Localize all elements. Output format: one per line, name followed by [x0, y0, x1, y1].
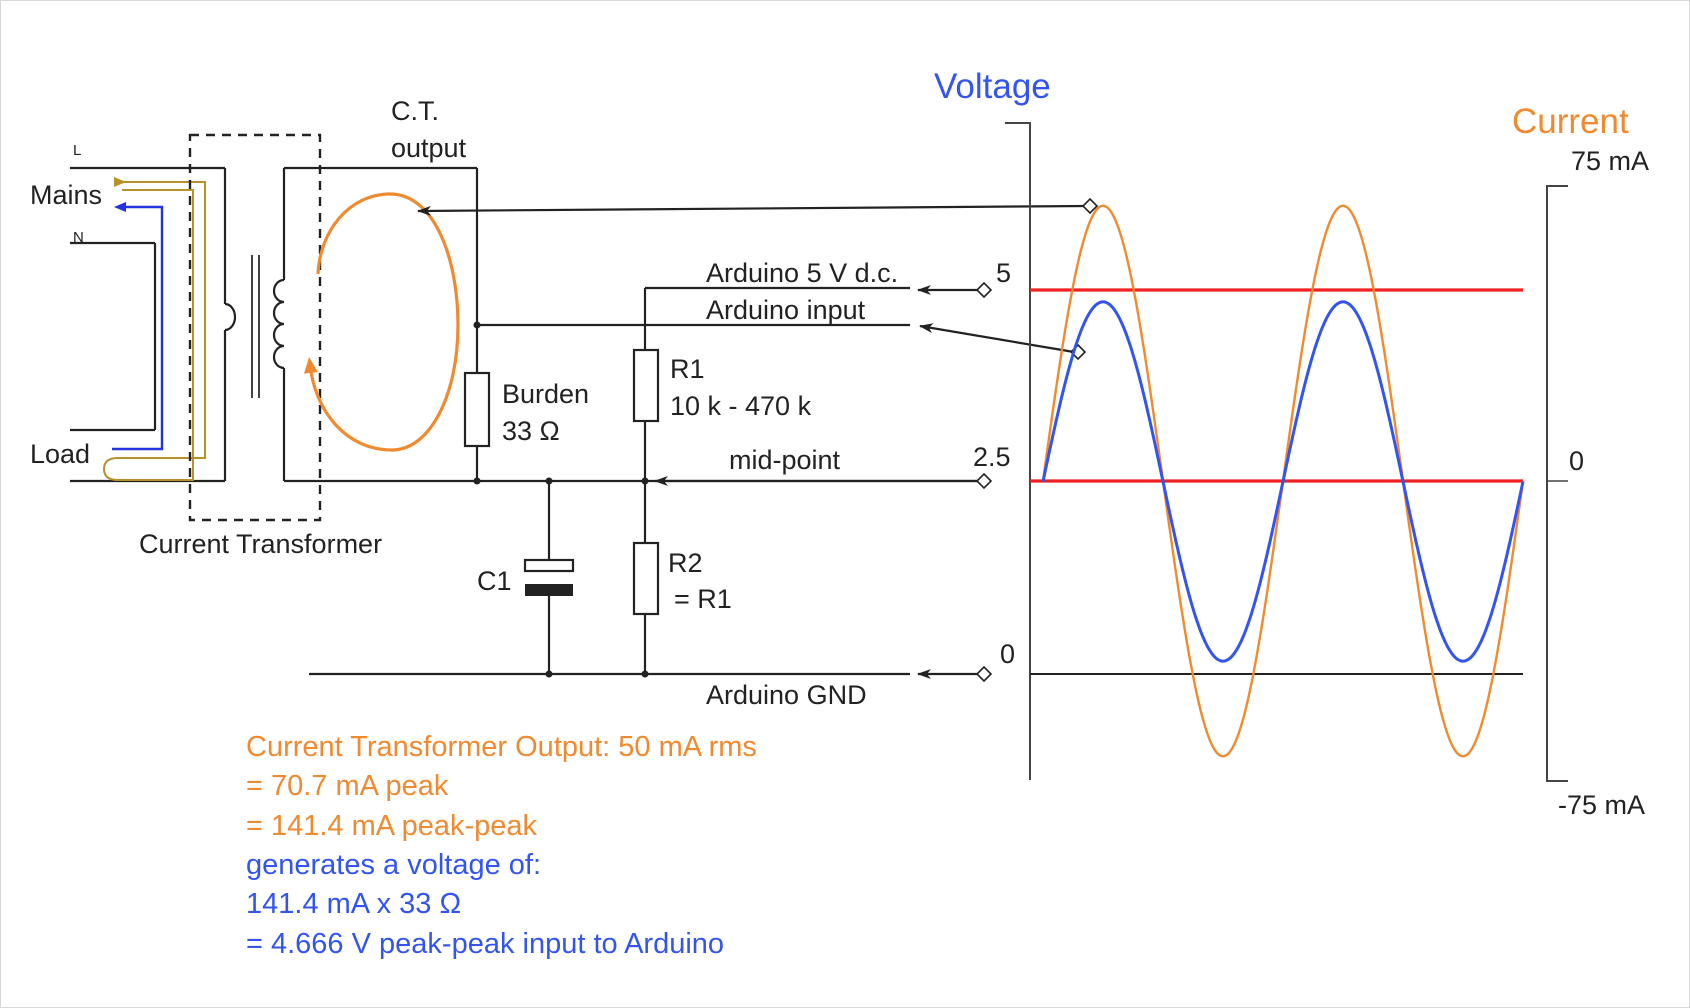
current-title: Current: [1512, 102, 1629, 141]
voltage-tick-0: 0: [1000, 639, 1015, 669]
calculation-notes: Current Transformer Output: 50 mA rms = …: [246, 731, 757, 960]
input-pointer-arrow: [919, 323, 1075, 354]
load-label: Load: [30, 439, 90, 469]
neutral-label: N: [73, 229, 84, 246]
mains-label: Mains: [30, 180, 102, 210]
ct-core: [251, 255, 260, 398]
ct-dashed-box: [188, 133, 322, 522]
note-line: 141.4 mA x 33 Ω: [246, 888, 461, 920]
voltage-waveform: [1041, 300, 1525, 663]
secondary-current-loop: [303, 192, 460, 452]
c1-label: C1: [477, 566, 512, 596]
note-line: = 70.7 mA peak: [246, 770, 449, 802]
note-line: Current Transformer Output: 50 mA rms: [246, 731, 757, 763]
ct-label: Current Transformer: [139, 529, 382, 559]
c1-plate-positive: [523, 558, 575, 573]
note-line: = 4.666 V peak-peak input to Arduino: [246, 928, 724, 960]
r1-resistor: [632, 348, 660, 423]
voltage-tick-5: 5: [996, 258, 1011, 288]
r2-label: R2: [668, 548, 703, 578]
voltage-tick-2-5: 2.5: [973, 442, 1011, 472]
diamond-markers: [975, 197, 1099, 683]
burden-label: Burden: [502, 379, 589, 409]
c1-plate-negative: [525, 584, 573, 596]
r2-value: = R1: [674, 584, 732, 614]
ct-output-label-line2: output: [391, 133, 467, 163]
ct-output-label-line1: C.T.: [391, 96, 439, 126]
note-line: = 141.4 mA peak-peak: [246, 810, 538, 842]
ct-secondary-winding: [272, 166, 645, 483]
r1-label: R1: [670, 354, 705, 384]
junction-dots: [473, 321, 649, 678]
input-label: Arduino input: [706, 295, 866, 325]
mains-conductor: [70, 166, 237, 483]
note-line: generates a voltage of:: [246, 849, 541, 881]
burden-resistor: [463, 371, 491, 448]
burden-value: 33 Ω: [502, 416, 560, 446]
ct-output-pointer-arrow: [417, 204, 1089, 216]
line-label: L: [73, 142, 81, 159]
voltage-axis: [1005, 122, 1031, 780]
secondary-flow-arrow: [112, 202, 164, 451]
current-tick-zero: 0: [1569, 446, 1584, 476]
waveform-chart: [1005, 122, 1568, 782]
current-tick-min: -75 mA: [1558, 790, 1645, 820]
midpoint-label: mid-point: [729, 445, 841, 475]
voltage-title: Voltage: [934, 67, 1051, 106]
gnd-label: Arduino GND: [706, 680, 867, 710]
current-axis: [1546, 185, 1568, 782]
current-tick-max: 75 mA: [1571, 146, 1649, 176]
r2-resistor: [632, 541, 660, 616]
vcc-label: Arduino 5 V d.c.: [706, 258, 898, 288]
primary-current-flow: [102, 177, 206, 481]
r1-value: 10 k - 470 k: [670, 391, 812, 421]
